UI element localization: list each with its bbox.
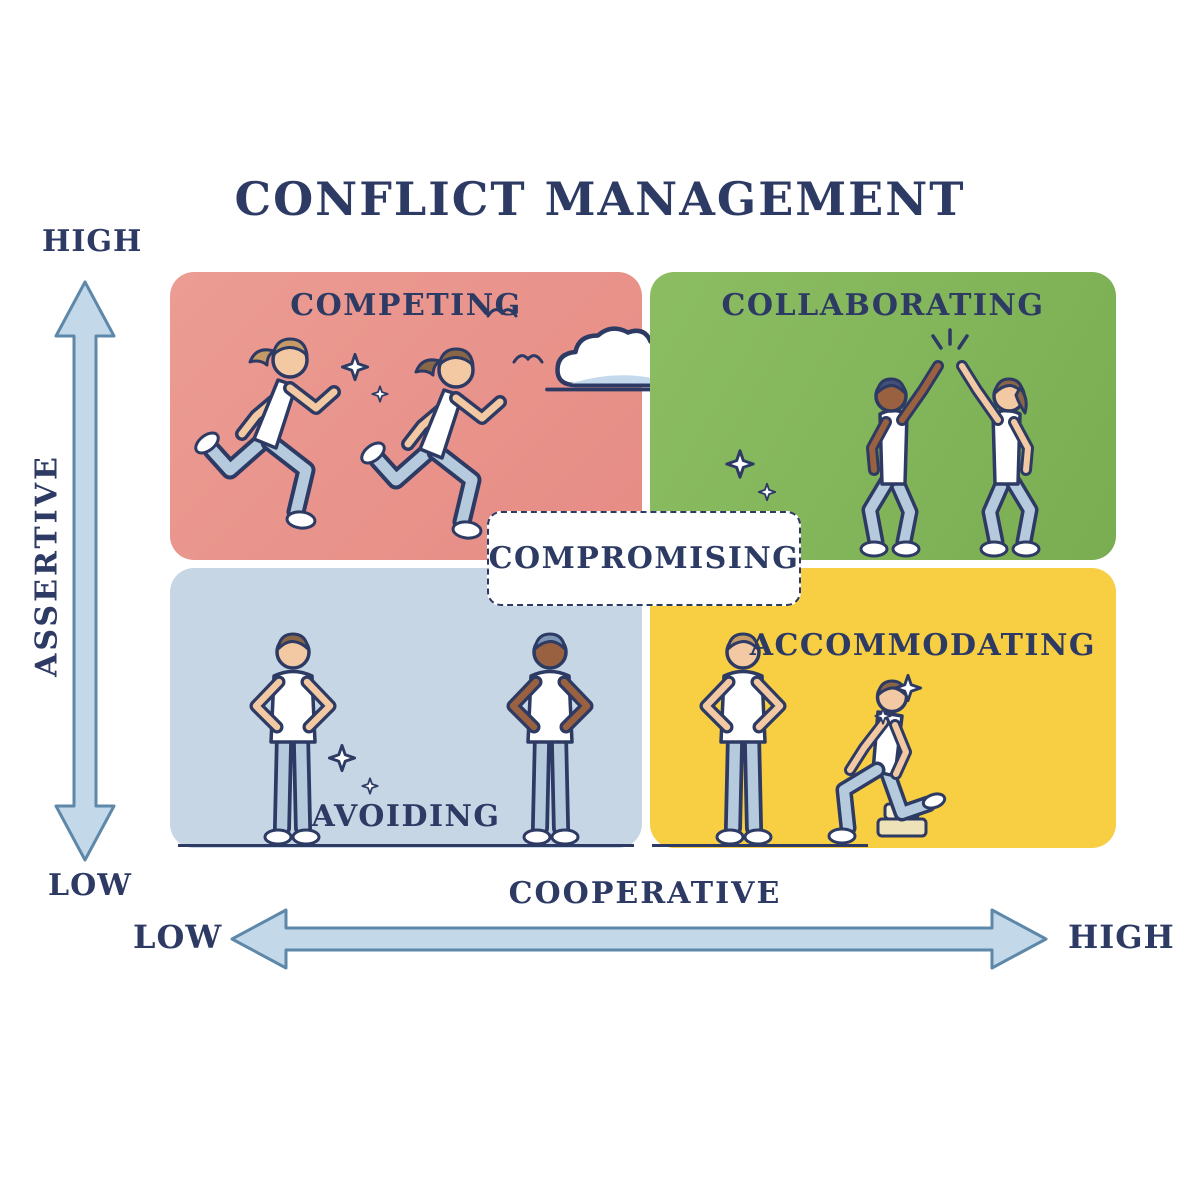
- cooperative-low-label: LOW: [133, 918, 223, 956]
- sparkle-icon: [757, 482, 777, 502]
- compromising-box: COMPROMISING: [487, 511, 801, 606]
- running-person-icon: [358, 349, 500, 539]
- assertive-axis-arrow: [54, 280, 116, 862]
- sparkle-icon: [361, 777, 379, 795]
- cooperative-axis-arrow: [230, 908, 1048, 970]
- bird-icon: [512, 354, 544, 364]
- avoiding-illustration: [178, 568, 634, 848]
- running-person-icon: [192, 339, 334, 529]
- compromising-label: COMPROMISING: [488, 541, 800, 576]
- competing-label: COMPETING: [290, 288, 522, 323]
- sparkle-icon: [371, 385, 389, 403]
- high-five-people-icon: [861, 330, 1039, 556]
- cooperative-axis-label: COOPERATIVE: [508, 876, 782, 911]
- cooperative-high-label: HIGH: [1068, 918, 1175, 956]
- accommodating-label: ACCOMMODATING: [749, 628, 1096, 663]
- quadrant-accommodating: ACCOMMODATING: [650, 568, 1116, 848]
- standing-person-icon: [706, 634, 780, 844]
- quadrant-competing: COMPETING: [170, 272, 642, 560]
- page-title: CONFLICT MANAGEMENT: [234, 172, 966, 226]
- quadrant-avoiding: AVOIDING: [170, 568, 642, 848]
- accommodating-illustration: [652, 568, 1116, 848]
- kneeling-person-icon: [829, 681, 946, 843]
- collaborating-label: COLLABORATING: [721, 288, 1045, 323]
- sparkle-icon: [327, 743, 357, 773]
- assertive-low-label: LOW: [48, 868, 132, 903]
- sparkle-icon: [725, 449, 755, 479]
- sparkle-icon: [340, 352, 370, 382]
- assertive-high-label: HIGH: [42, 224, 143, 259]
- avoiding-label: AVOIDING: [311, 799, 501, 834]
